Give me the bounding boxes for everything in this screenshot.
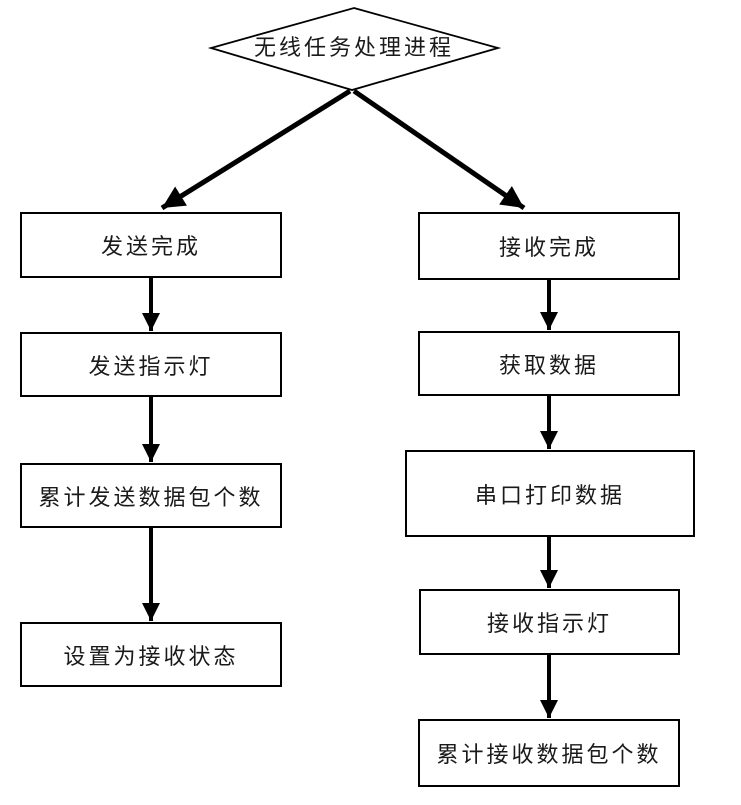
node-set-receive-state: 设置为接收状态 [20,622,282,687]
node-receive-indicator-led: 接收指示灯 [419,589,680,655]
node-count-sent-packets: 累计发送数据包个数 [20,463,282,528]
node-serial-print-data: 串口打印数据 [405,450,695,537]
node-send-complete: 发送完成 [20,212,282,278]
node-get-data: 获取数据 [418,331,680,396]
diamond-shape-root [207,7,502,91]
node-send-indicator-led: 发送指示灯 [20,332,282,397]
node-root-label: 无线任务处理进程 [253,35,455,60]
node-receive-complete: 接收完成 [418,212,680,280]
edge-root-to-receive-complete [352,88,526,211]
edge-root-to-send-complete [160,88,352,211]
node-count-received-packets: 累计接收数据包个数 [418,719,680,787]
